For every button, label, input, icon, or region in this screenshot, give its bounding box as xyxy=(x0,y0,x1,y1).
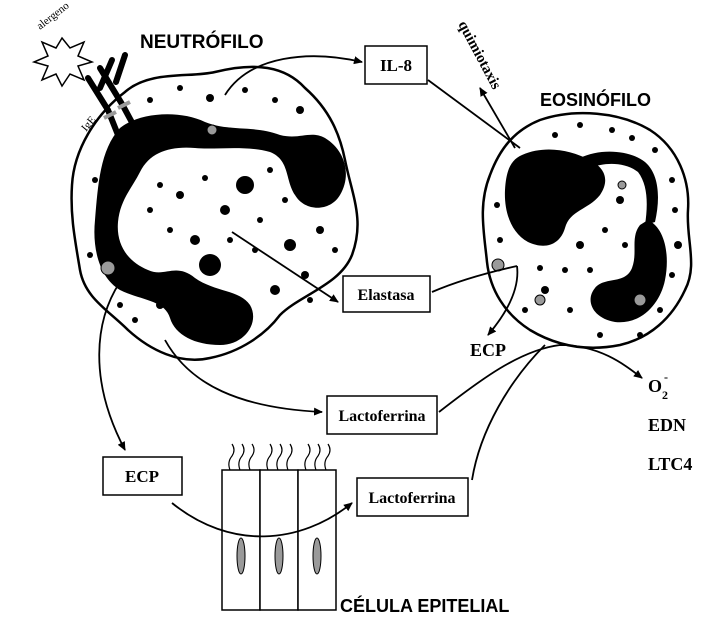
epithelial-cells xyxy=(222,444,336,610)
box-ecp: ECP xyxy=(103,457,182,495)
o2-label: O 2 - xyxy=(648,370,668,402)
box-lactoferrina-2: Lactoferrina xyxy=(357,478,468,516)
edn-text: EDN xyxy=(648,415,686,435)
arrow-il8-to-eosinophil xyxy=(428,80,520,148)
allergen-label: alergeno xyxy=(34,0,71,32)
allergen-star-icon xyxy=(34,38,92,86)
ecp-text: ECP xyxy=(470,340,506,360)
box-lactoferrina-2-label: Lactoferrina xyxy=(368,490,455,507)
celula-epitelial-title: CÉLULA EPITELIAL xyxy=(340,595,509,616)
quimiotaxis-label: quimiotaxis xyxy=(454,18,503,92)
arrow-lactoferrina2-up xyxy=(472,345,545,480)
svg-text:2: 2 xyxy=(662,388,668,402)
box-elastasa-label: Elastasa xyxy=(358,287,415,304)
cilia xyxy=(229,444,330,470)
eosinophil-cell xyxy=(483,113,691,348)
box-il8: IL-8 xyxy=(365,46,427,84)
box-lactoferrina-1-label: Lactoferrina xyxy=(338,408,425,425)
neutrofilo-title: NEUTRÓFILO xyxy=(140,31,264,53)
ltc4-text: LTC4 xyxy=(648,454,692,474)
svg-text:O: O xyxy=(648,376,662,396)
box-ecp-label: ECP xyxy=(125,467,159,486)
eosinofilo-title: EOSINÓFILO xyxy=(540,89,651,110)
box-elastasa: Elastasa xyxy=(343,276,430,312)
svg-text:-: - xyxy=(664,370,668,384)
arrow-quimiotaxis xyxy=(480,88,515,148)
box-il8-label: IL-8 xyxy=(380,56,412,75)
box-lactoferrina-1: Lactoferrina xyxy=(327,396,437,434)
